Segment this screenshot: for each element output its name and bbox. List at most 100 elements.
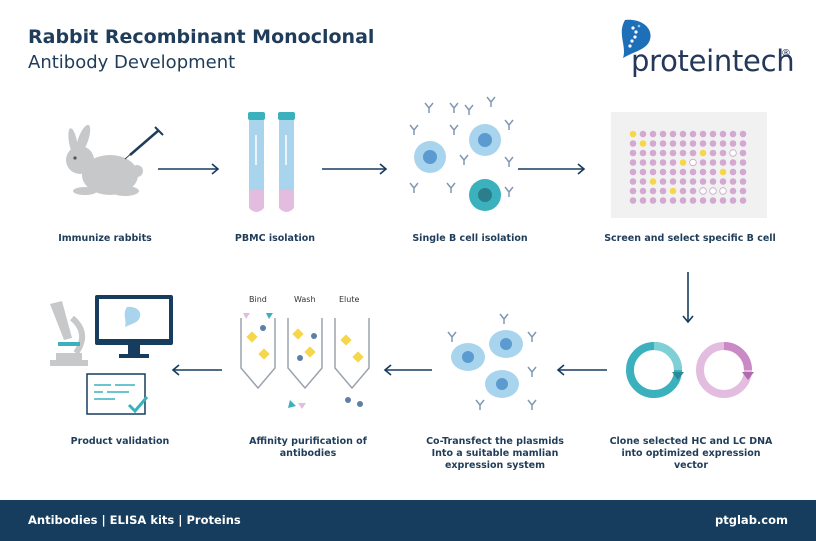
plate-well — [669, 159, 677, 166]
step-label-screen: Screen and select specific B cell — [604, 233, 776, 244]
plate-well — [649, 187, 657, 195]
plate-well — [719, 168, 727, 176]
page-title: Rabbit Recombinant Monoclonal Antibody D… — [28, 24, 374, 76]
plate-well — [639, 149, 647, 157]
plate-well — [659, 149, 667, 157]
plate-well — [659, 130, 667, 138]
plate-well — [639, 187, 647, 195]
plate-well — [739, 197, 747, 204]
plate-well — [679, 168, 687, 176]
plate-well — [669, 168, 677, 176]
plate-well — [629, 168, 637, 176]
plate-well — [649, 149, 657, 157]
plate-well — [729, 168, 737, 176]
plate-well — [729, 130, 737, 138]
plate-well — [719, 130, 727, 138]
plate-well — [659, 159, 667, 166]
plate-well — [629, 159, 637, 166]
plasmid-rings-icon — [626, 342, 754, 398]
plate-well — [699, 140, 707, 147]
footer-website: ptglab.com — [715, 513, 788, 527]
plate-well — [659, 197, 667, 204]
plate-well — [699, 159, 707, 166]
plate-well — [649, 130, 657, 138]
plate-well — [739, 159, 747, 166]
plate-well — [689, 149, 697, 157]
plate-well — [649, 197, 657, 204]
plate-well — [679, 130, 687, 138]
plate-well — [669, 140, 677, 147]
step-label-validation: Product validation — [70, 436, 170, 447]
plate-well — [659, 168, 667, 176]
document-check-icon — [86, 373, 149, 415]
plate-well — [729, 187, 737, 195]
step-label-affinity: Affinity purification of antibodies — [249, 436, 367, 459]
title-line-2: Antibody Development — [28, 52, 236, 73]
plate-well — [719, 140, 727, 147]
plate-well — [689, 187, 697, 195]
step-label-cotransfect: Co-Transfect the plasmids Into a suitabl… — [426, 436, 564, 471]
plate-well — [729, 178, 737, 185]
plate-well — [629, 197, 637, 204]
column-label-wash: Wash — [294, 295, 316, 304]
plate-well — [669, 130, 677, 138]
plate-well — [679, 187, 687, 195]
plate-well — [729, 149, 737, 157]
plate-well — [699, 178, 707, 185]
footer-bar: Antibodies | ELISA kits | Proteins ptgla… — [0, 500, 816, 541]
plate-well — [649, 159, 657, 166]
plate-well — [639, 140, 647, 147]
plate-well — [659, 140, 667, 147]
plate-well — [629, 178, 637, 185]
plate-well — [709, 149, 717, 157]
rabbit-icon — [66, 124, 143, 196]
plate-well — [659, 187, 667, 195]
step-label-pbmc: PBMC isolation — [234, 233, 316, 244]
plate-well — [719, 178, 727, 185]
plate-well — [669, 178, 677, 185]
plate-well — [729, 197, 737, 204]
plate-well — [629, 130, 637, 138]
step-label-single-b-cell: Single B cell isolation — [412, 233, 528, 244]
plate-well — [719, 159, 727, 166]
plate-well — [689, 168, 697, 176]
syringe-icon — [124, 126, 164, 160]
plate-well — [689, 158, 697, 167]
plate-well — [639, 168, 647, 176]
plate-well — [709, 197, 717, 204]
plate-well — [739, 187, 747, 195]
footer-product-links: Antibodies | ELISA kits | Proteins — [28, 513, 241, 527]
plate-well — [629, 149, 637, 157]
plate-well — [679, 159, 687, 166]
flow-arrows — [158, 163, 694, 376]
plate-well — [649, 168, 657, 176]
plate-well — [689, 178, 697, 185]
plate-well — [709, 168, 717, 176]
plate-well — [739, 140, 747, 147]
step-label-immunize: Immunize rabbits — [58, 233, 152, 244]
monitor-icon — [95, 295, 173, 358]
plate-well — [719, 149, 727, 157]
step-label-clone: Clone selected HC and LC DNA into optimi… — [609, 436, 773, 471]
plate-well — [709, 130, 717, 138]
column-label-bind: Bind — [249, 295, 267, 304]
plate-well — [649, 140, 657, 147]
brand-name: proteintech — [631, 44, 795, 78]
plate-well — [709, 159, 717, 166]
plate-well — [739, 149, 747, 157]
plate-well — [669, 149, 677, 157]
purification-columns-icon — [240, 313, 370, 409]
plate-well — [679, 178, 687, 185]
plate-well — [629, 140, 637, 147]
plate-well — [739, 130, 747, 138]
microscope-icon — [50, 301, 88, 366]
transfected-cells-icon — [447, 313, 537, 410]
plate-well — [649, 178, 657, 185]
proteintech-logo-icon — [621, 19, 651, 58]
plate-well — [639, 130, 647, 138]
plate-well — [679, 197, 687, 204]
plate-well — [729, 140, 737, 147]
plate-well — [659, 178, 667, 185]
plate-well — [639, 197, 647, 204]
plate-well — [699, 187, 707, 195]
